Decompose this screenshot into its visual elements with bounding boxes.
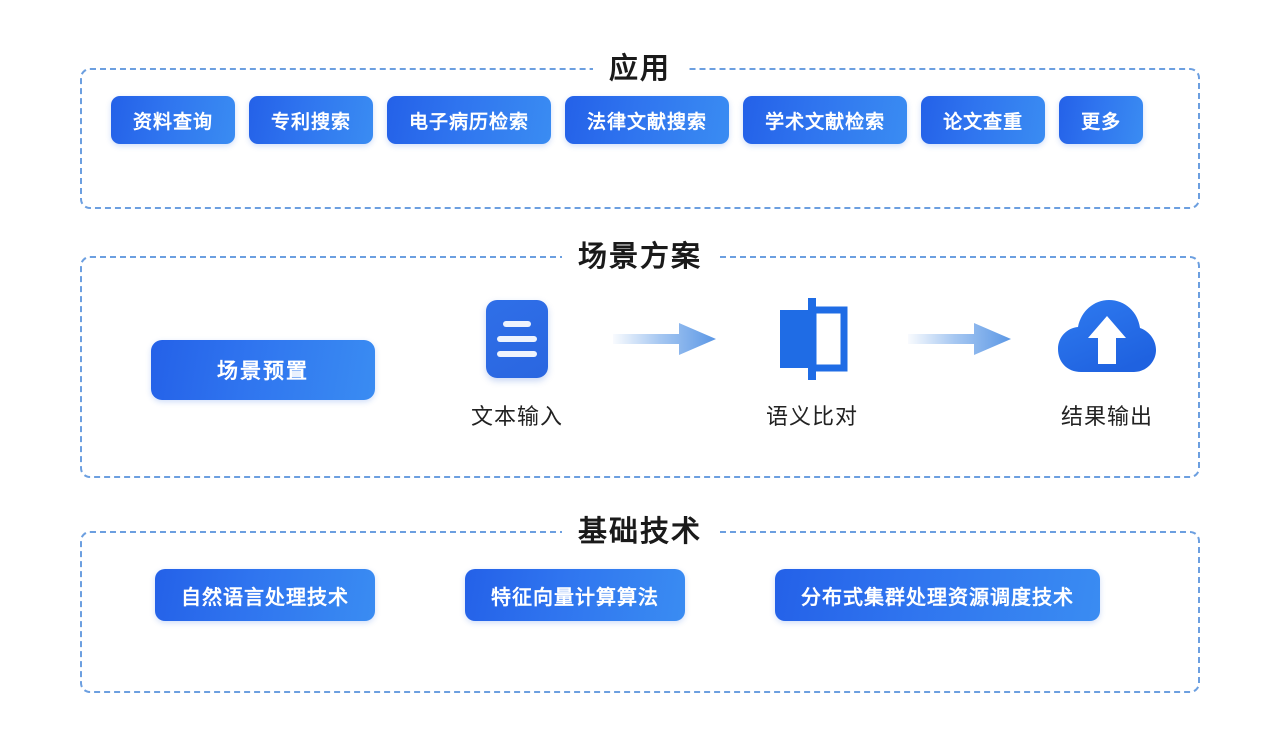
section-application-title-text: 应用 <box>592 46 687 90</box>
foundation-button-distributed-scheduling[interactable]: 分布式集群处理资源调度技术 <box>775 569 1100 621</box>
application-button-row: 资料查询 专利搜索 电子病历检索 法律文献搜索 学术文献检索 论文查重 更多 <box>82 96 1198 144</box>
flow-label-text-input: 文本输入 <box>470 405 563 430</box>
section-foundation-title: 基础技术 <box>82 509 1198 553</box>
document-line-2 <box>497 336 537 342</box>
flow-label-result-output: 结果输出 <box>1060 405 1153 430</box>
section-foundation: 基础技术 自然语言处理技术 特征向量计算算法 分布式集群处理资源调度技术 <box>80 509 1200 693</box>
app-button-xueshuwenxianjiansuo[interactable]: 学术文献检索 <box>743 96 908 144</box>
section-foundation-title-text: 基础技术 <box>561 509 718 553</box>
document-line-1 <box>503 321 531 327</box>
section-application: 应用 资料查询 专利搜索 电子病历检索 法律文献搜索 学术文献检索 论文查重 更… <box>80 46 1200 209</box>
app-button-zhuanlisousuo[interactable]: 专利搜索 <box>249 96 374 144</box>
app-button-ziliaochaxun[interactable]: 资料查询 <box>111 96 236 144</box>
flow-label-semantic-match: 语义比对 <box>765 405 858 430</box>
document-lines-icon <box>486 300 548 378</box>
arrow-right-icon <box>612 323 716 355</box>
flow-icon-wrap-2 <box>772 296 852 382</box>
foundation-button-nlp[interactable]: 自然语言处理技术 <box>155 569 375 621</box>
cloud-upload-icon <box>1058 300 1156 372</box>
app-button-lunwenchachong[interactable]: 论文查重 <box>921 96 1046 144</box>
foundation-button-feature-vector[interactable]: 特征向量计算算法 <box>465 569 685 621</box>
app-button-gengduo[interactable]: 更多 <box>1059 96 1144 144</box>
scenario-flow: 文本输入 <box>442 296 1182 446</box>
scenario-content: 场景预置 文本输入 <box>82 258 1198 476</box>
app-button-falvwenxiansousuo[interactable]: 法律文献搜索 <box>565 96 730 144</box>
zhong-character-icon <box>780 298 848 380</box>
scenario-preset-button[interactable]: 场景预置 <box>151 340 375 400</box>
flow-arrow-2 <box>900 296 1020 382</box>
foundation-button-row: 自然语言处理技术 特征向量计算算法 分布式集群处理资源调度技术 <box>82 569 1198 621</box>
document-line-3 <box>497 351 537 357</box>
app-button-dianzibinglijiansuo[interactable]: 电子病历检索 <box>387 96 552 144</box>
flow-step-result-output[interactable]: 结果输出 <box>1032 296 1182 431</box>
flow-step-text-input[interactable]: 文本输入 <box>442 296 592 431</box>
flow-icon-wrap-1 <box>486 296 548 382</box>
flow-arrow-1 <box>605 296 725 382</box>
section-application-title: 应用 <box>82 46 1198 90</box>
flow-step-semantic-match[interactable]: 语义比对 <box>737 296 887 431</box>
section-scenario: 场景方案 场景预置 文本输入 <box>80 234 1200 478</box>
arrow-right-icon <box>907 323 1011 355</box>
flow-icon-wrap-3 <box>1057 296 1157 382</box>
